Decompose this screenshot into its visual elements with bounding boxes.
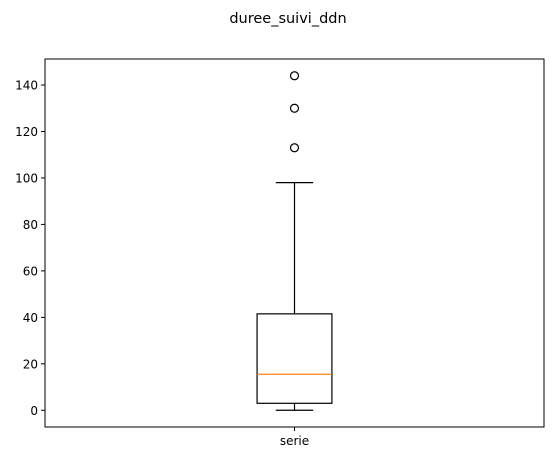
y-tick-label: 140 [15,79,38,93]
iqr-box [256,313,333,404]
y-tick-label: 60 [23,264,38,278]
y-tick-label: 20 [23,357,38,371]
outlier-point [289,103,300,113]
y-tick-label: 100 [15,171,38,185]
y-tick-label: 40 [23,311,38,325]
y-tick-label: 80 [23,218,38,232]
outlier-point [289,143,300,153]
y-tick-label: 0 [30,404,38,418]
x-axis: serie [280,427,309,448]
outlier-point [289,71,300,81]
chart-title: duree_suivi_ddn [229,11,346,27]
y-tick-label: 120 [15,125,38,139]
x-tick-label: serie [280,434,309,448]
box-group [256,71,333,411]
y-axis: 0 20 40 60 80 100 120 140 [15,79,45,418]
